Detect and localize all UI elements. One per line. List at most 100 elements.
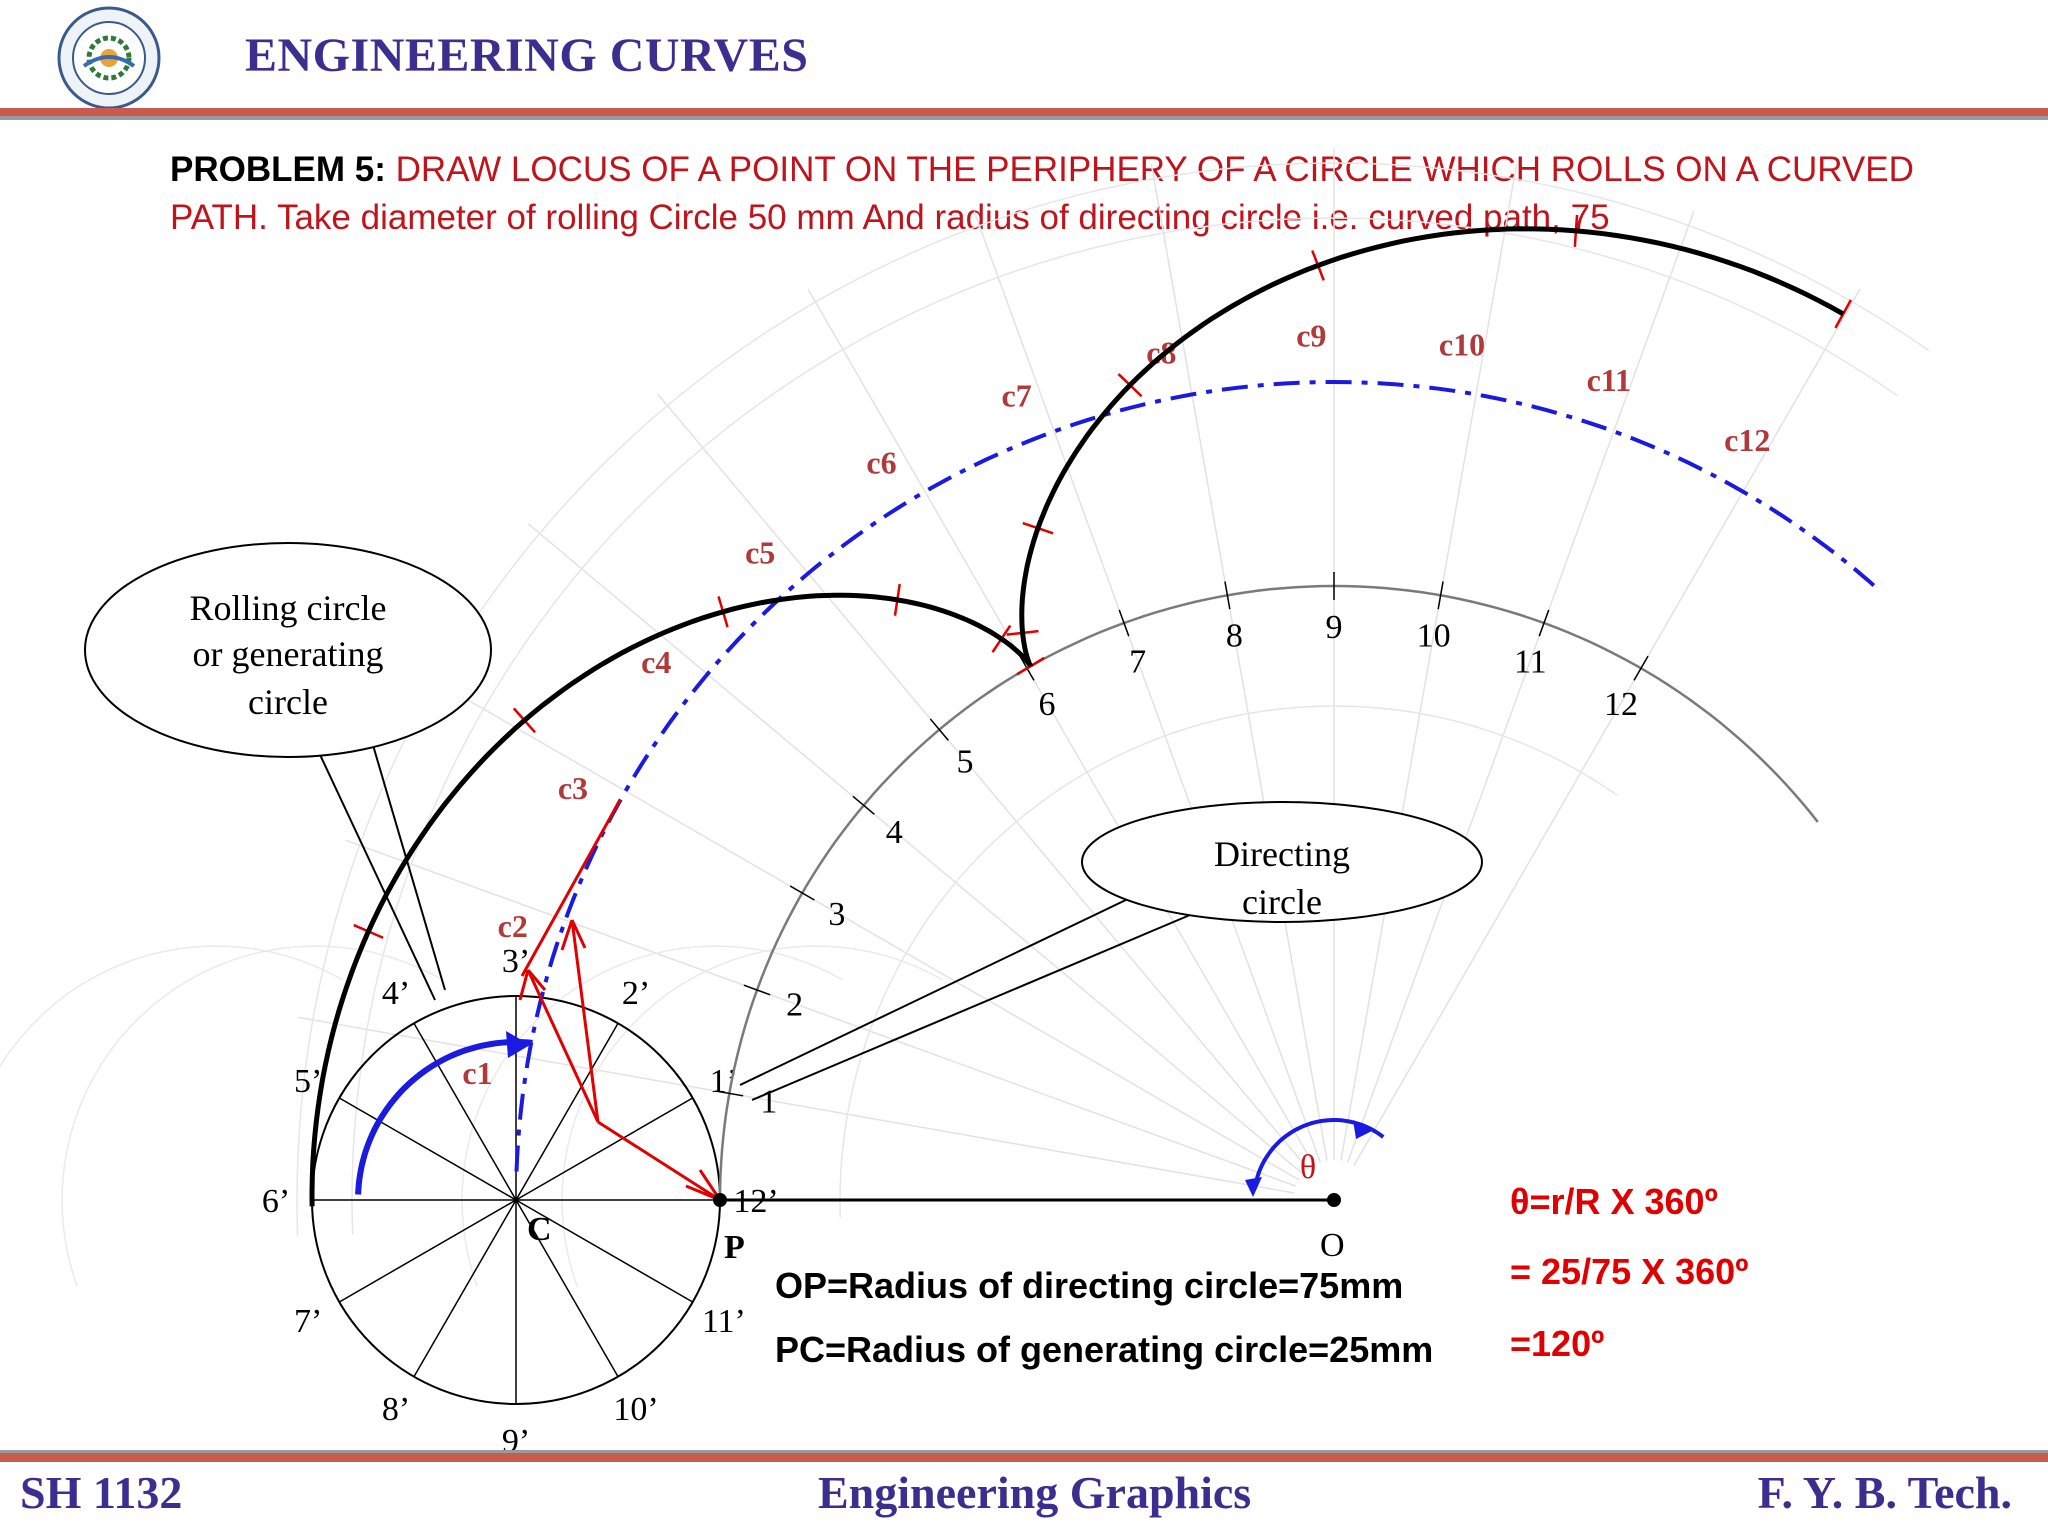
center-position-label: c12	[1724, 422, 1770, 458]
callouts: Rolling circle or generating circle Dire…	[84, 542, 1483, 1101]
directing-division-tick	[1633, 655, 1649, 681]
callout-rolling-line1: Rolling circle	[190, 588, 387, 628]
problem-text: DRAW LOCUS OF A POINT ON THE PERIPHERY O…	[170, 150, 1914, 237]
formula-line2: = 25/75 X 360º	[1510, 1251, 1748, 1292]
directing-circle-arc	[718, 584, 1819, 1201]
center-position-label: c10	[1439, 327, 1485, 363]
rolling-circle-callout: Rolling circle or generating circle	[84, 542, 492, 1001]
problem-statement: PROBLEM 5: DRAW LOCUS OF A POINT ON THE …	[170, 146, 1970, 242]
radial-guide-line	[973, 211, 1322, 1163]
formula-line1: θ=r/R X 360º	[1510, 1181, 1718, 1222]
center-position-label: c9	[1296, 317, 1326, 353]
directing-division-tick	[1538, 609, 1550, 637]
theta-arrowhead-left	[1245, 1177, 1262, 1197]
radial-guide-line	[807, 288, 1315, 1166]
generating-division-label: 8’	[382, 1391, 410, 1428]
generating-division-label: 2’	[622, 975, 650, 1012]
center-position-label: c6	[866, 445, 896, 481]
generating-circle-radius	[338, 1097, 517, 1201]
center-label-C: C	[527, 1211, 552, 1248]
directing-division-tick	[1437, 581, 1444, 610]
generating-division-label: 11’	[702, 1303, 746, 1340]
generating-circle-radius	[338, 1199, 517, 1303]
generating-division-label: 6’	[262, 1183, 290, 1220]
center-position-label: c11	[1587, 362, 1631, 398]
rolling-circle: 1’2’3’4’5’6’7’8’9’10’11’12’	[262, 943, 779, 1460]
directing-division-label: 1	[760, 1083, 777, 1120]
directing-division-label: 7	[1129, 644, 1146, 681]
construction-line-c3	[560, 919, 600, 1123]
directing-division-tick	[715, 1090, 744, 1097]
page-title: ENGINEERING CURVES	[245, 29, 809, 82]
rolling-guide-arc	[0, 945, 344, 1068]
directing-division-label: 8	[1226, 618, 1243, 655]
footer-course-code: SH 1132	[20, 1467, 183, 1518]
directing-division-label: 9	[1326, 609, 1343, 646]
construction-line-c4	[520, 799, 622, 977]
directing-division-label: 2	[786, 987, 803, 1024]
concentric-guide-arc	[296, 162, 1930, 1237]
header-divider	[0, 108, 2048, 120]
directing-division-label: 6	[1039, 686, 1056, 723]
radial-guide-line	[1150, 163, 1328, 1161]
epicycloid-curve	[309, 226, 1845, 1207]
theta-arc: θ	[1245, 1118, 1385, 1197]
center-path-arc	[514, 379, 1883, 1172]
construction-line-c1	[597, 1120, 724, 1204]
generating-circle-radius	[515, 1097, 694, 1201]
theta-label: θ	[1300, 1149, 1316, 1186]
directing-division-tick	[929, 718, 949, 741]
generating-circle-radius	[515, 1199, 619, 1378]
directing-division-label: 3	[828, 896, 845, 933]
theta-arrowhead-right	[1353, 1120, 1374, 1139]
radial-guide-line	[1353, 288, 1861, 1166]
problem-label: PROBLEM 5:	[170, 150, 396, 189]
center-position-label: c4	[641, 644, 671, 680]
footer-class: F. Y. B. Tech.	[1757, 1467, 2012, 1518]
callout-rolling-line3: circle	[248, 682, 328, 722]
footer-divider	[0, 1450, 2048, 1462]
point-label-P: P	[724, 1229, 745, 1266]
directing-division-label: 12	[1604, 686, 1638, 723]
directing-division-tick	[1118, 609, 1130, 637]
rolling-arrowhead	[506, 1031, 530, 1058]
directing-division-label: 11	[1514, 644, 1547, 681]
callout-directing-line2: circle	[1242, 882, 1322, 922]
radial-guide-line	[527, 523, 1304, 1175]
radial-guide-line	[297, 1016, 1295, 1194]
callout-directing-line1: Directing	[1214, 834, 1350, 874]
generating-division-label: 4’	[382, 975, 410, 1012]
center-position-label: c2	[498, 908, 528, 944]
directing-division-label: 5	[957, 743, 974, 780]
op-line	[713, 1193, 1341, 1207]
rolling-guide-arc	[561, 945, 944, 1288]
epicycloid-locus	[309, 226, 1845, 1207]
directing-circle-callout: Directing circle	[739, 801, 1483, 1101]
generating-circle-radius	[413, 1022, 517, 1201]
construction-line-c2	[518, 969, 600, 1123]
radial-guide-line	[422, 673, 1300, 1181]
note-pc: PC=Radius of generating circle=25mm	[775, 1329, 1433, 1370]
formula-line3: =120º	[1510, 1323, 1604, 1364]
origin-label-O: O	[1320, 1227, 1345, 1264]
radial-guide-line	[1346, 211, 1695, 1163]
generating-circle-radius	[413, 1199, 517, 1378]
radial-guide-line	[345, 839, 1297, 1188]
institute-logo	[57, 6, 161, 110]
generating-circle-radius	[515, 1199, 694, 1303]
concentric-guide-arc	[351, 217, 1898, 1235]
center-position-label: c1	[462, 1055, 492, 1091]
concentric-guide-arc	[839, 705, 1618, 1218]
radial-guide-line	[1340, 163, 1518, 1161]
footer-course-name: Engineering Graphics	[818, 1467, 1252, 1518]
generating-division-label: 7’	[294, 1303, 322, 1340]
center-position-label: c3	[558, 770, 588, 806]
construction-guides	[0, 148, 1930, 1288]
directing-division-label: 4	[886, 814, 903, 851]
directing-division-label: 10	[1417, 618, 1451, 655]
rolling-guide-arc	[61, 945, 444, 1288]
directing-division-tick	[1224, 581, 1231, 610]
